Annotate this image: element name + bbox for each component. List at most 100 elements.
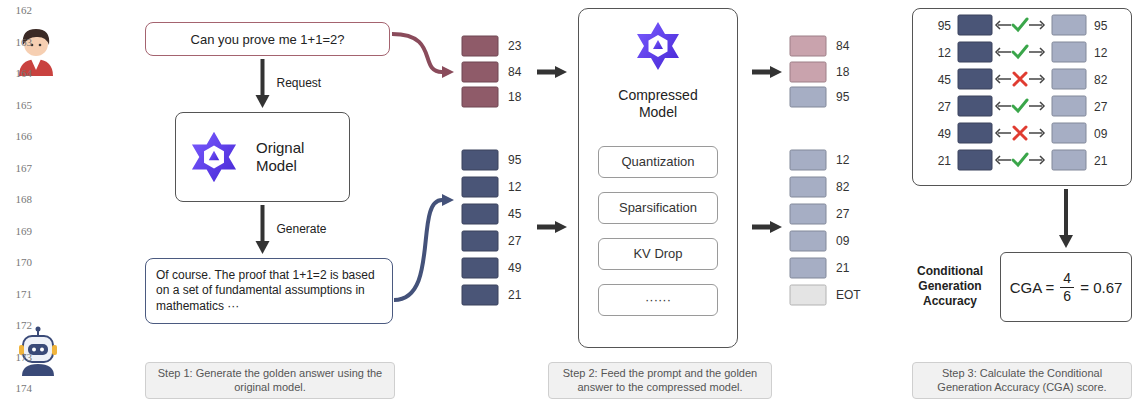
method-box: Quantization bbox=[598, 146, 718, 178]
token-id: 09 bbox=[836, 234, 849, 248]
node-text: Of course. The proof that 1+1=2 is based… bbox=[156, 268, 382, 315]
user-collar bbox=[31, 59, 41, 70]
feed-arrow bbox=[537, 225, 555, 230]
node-text: Sparsification bbox=[619, 200, 697, 216]
cross-mark bbox=[996, 124, 1044, 142]
token-square bbox=[462, 177, 498, 197]
line-number: 172 bbox=[2, 318, 32, 332]
token-square bbox=[1052, 15, 1086, 35]
check-mark bbox=[996, 43, 1044, 61]
token-id: 09 bbox=[1094, 126, 1126, 142]
token-id: 18 bbox=[508, 90, 521, 104]
comparison-panel: 959512124582272749092121 bbox=[912, 8, 1132, 186]
token-id: 27 bbox=[508, 234, 521, 248]
token-id: 84 bbox=[836, 39, 849, 53]
fraction: 46 bbox=[1060, 270, 1074, 303]
line-number: 171 bbox=[2, 287, 32, 301]
model-logo bbox=[192, 132, 236, 182]
edge-label: Request bbox=[275, 76, 324, 90]
mark-ground bbox=[1011, 70, 1029, 88]
token-square bbox=[790, 258, 826, 278]
token-square bbox=[1052, 150, 1086, 170]
token-id: 12 bbox=[1094, 45, 1126, 61]
bot-body bbox=[22, 364, 54, 376]
user-bubble: Can you prove me 1+1=2? bbox=[145, 22, 390, 56]
token-square bbox=[958, 123, 992, 143]
check-stroke bbox=[1013, 46, 1027, 57]
token-square bbox=[958, 15, 992, 35]
token-square bbox=[958, 42, 992, 62]
token-id: 12 bbox=[919, 45, 951, 61]
flow-arrow bbox=[1064, 189, 1068, 235]
answer-bubble: Of course. The proof that 1+1=2 is based… bbox=[145, 258, 393, 324]
token-id: 82 bbox=[836, 180, 849, 194]
token-square bbox=[790, 231, 826, 251]
token-square bbox=[958, 69, 992, 89]
token-id: 45 bbox=[919, 72, 951, 88]
token-square bbox=[462, 150, 498, 170]
token-square bbox=[958, 150, 992, 170]
end-token: EOT bbox=[836, 288, 861, 302]
formula-term: = 0.67 bbox=[1080, 279, 1122, 296]
token-id: 21 bbox=[836, 261, 849, 275]
check-mark bbox=[996, 97, 1044, 115]
token-square bbox=[790, 87, 826, 107]
token-square bbox=[1052, 96, 1086, 116]
prompt-arrow bbox=[392, 34, 442, 72]
line-number: 165 bbox=[2, 98, 32, 112]
token-square bbox=[462, 204, 498, 224]
token-id: 95 bbox=[836, 90, 849, 104]
token-square bbox=[462, 87, 498, 107]
step-caption: Step 3: Calculate the Conditional Genera… bbox=[912, 362, 1132, 399]
line-number: 174 bbox=[2, 381, 32, 395]
token-id: 27 bbox=[836, 207, 849, 221]
step-caption: Step 1: Generate the golden answer using… bbox=[145, 362, 395, 399]
mark-ground bbox=[1011, 43, 1029, 61]
line-number: 166 bbox=[2, 129, 32, 143]
token-id: 21 bbox=[919, 153, 951, 169]
flow-arrow bbox=[261, 205, 265, 241]
token-id: 49 bbox=[508, 261, 521, 275]
token-square bbox=[462, 36, 498, 56]
node-text: Orignal Model bbox=[256, 139, 341, 175]
token-square bbox=[1052, 123, 1086, 143]
line-number: 163 bbox=[2, 35, 32, 49]
token-square bbox=[790, 285, 826, 305]
answer-arrow bbox=[394, 200, 442, 300]
formula-box: CGA = 46 = 0.67 bbox=[1000, 252, 1132, 322]
token-id: 21 bbox=[1094, 153, 1126, 169]
token-id: 49 bbox=[919, 126, 951, 142]
node-text: Can you prove me 1+1=2? bbox=[191, 32, 345, 47]
token-id: 23 bbox=[508, 39, 521, 53]
line-number: 169 bbox=[2, 224, 32, 238]
token-square bbox=[1052, 69, 1086, 89]
step-text: Step 2: Feed the prompt and the golden a… bbox=[557, 366, 763, 395]
cross-mark bbox=[996, 70, 1044, 88]
token-id: 95 bbox=[508, 153, 521, 167]
metric-title: Conditional Generation Accuracy bbox=[905, 264, 995, 309]
mark-ground bbox=[1011, 97, 1029, 115]
token-square bbox=[462, 285, 498, 305]
token-id: 27 bbox=[1094, 99, 1126, 115]
score-box: Conditional Generation Accuracy CGA = 46 = … bbox=[905, 252, 1132, 322]
model-logo bbox=[637, 22, 679, 70]
bot-ear bbox=[52, 345, 57, 355]
denominator: 6 bbox=[1063, 288, 1071, 304]
token-id: 12 bbox=[508, 180, 521, 194]
token-square bbox=[462, 258, 498, 278]
node-text: Compressed Model bbox=[603, 87, 713, 121]
model-box: Orignal Model bbox=[175, 112, 350, 202]
node-text: KV Drop bbox=[633, 246, 682, 262]
mark-ground bbox=[1011, 124, 1029, 142]
cross-stroke bbox=[1014, 127, 1026, 139]
line-number: 173 bbox=[2, 350, 32, 364]
mark-ground bbox=[1011, 151, 1029, 169]
token-id: 82 bbox=[1094, 72, 1126, 88]
step-text: Step 1: Generate the golden answer using… bbox=[154, 366, 386, 395]
formula-term: CGA = bbox=[1010, 279, 1055, 296]
fraction-bar bbox=[1060, 287, 1074, 288]
